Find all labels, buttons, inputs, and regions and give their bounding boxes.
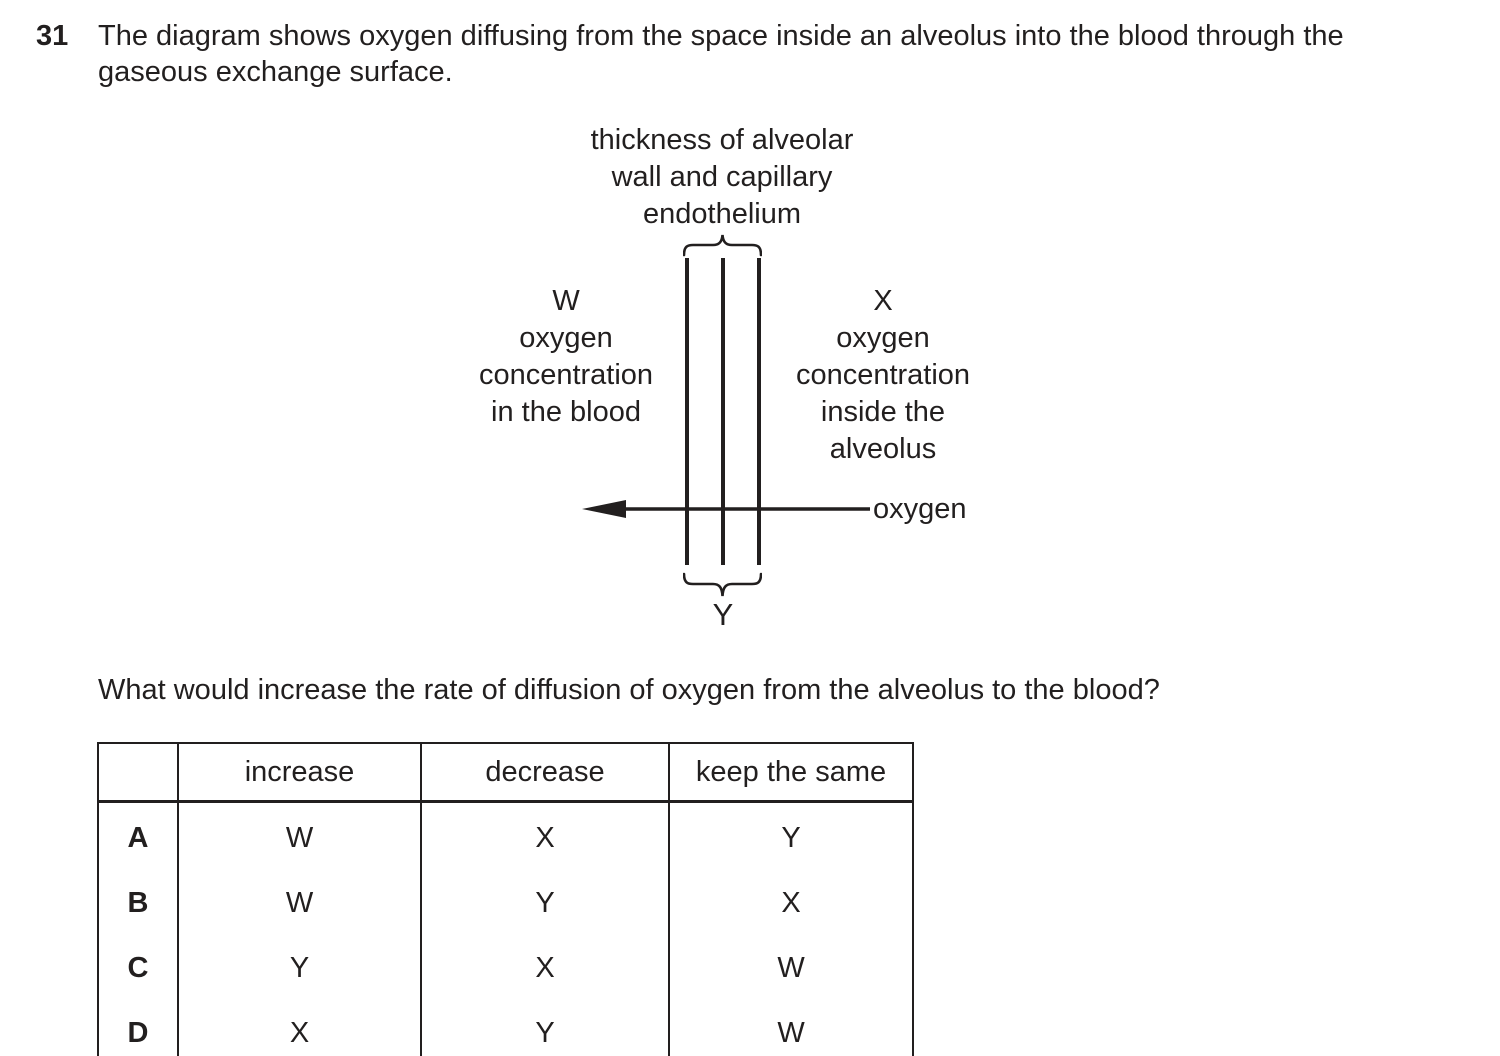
header-empty-cell xyxy=(98,743,178,803)
question-prompt: What would increase the rate of diffusio… xyxy=(98,674,1160,706)
cell-value: X xyxy=(668,868,913,933)
cell-value: X xyxy=(420,933,669,998)
option-row-a: A W X Y xyxy=(98,801,913,868)
question-text-line2: gaseous exchange surface. xyxy=(98,56,453,88)
cell-value: Y xyxy=(668,801,913,868)
option-letter: C xyxy=(127,952,149,984)
header-keep-the-same: keep the same xyxy=(668,743,913,803)
oxygen-diffusion-arrow xyxy=(582,500,870,518)
bottom-brace xyxy=(683,572,762,597)
blood-oxygen-label: W oxygen concentration in the blood xyxy=(478,285,654,428)
option-letter: D xyxy=(127,1017,149,1049)
cell-value: W xyxy=(668,998,913,1056)
cell-value: X xyxy=(420,801,669,868)
thickness-label: thickness of alveolar wall and capillary… xyxy=(590,124,854,230)
header-decrease: decrease xyxy=(420,743,669,803)
cell-value: Y xyxy=(420,998,669,1056)
cell-value: W xyxy=(668,933,913,998)
alveolus-oxygen-label: X oxygen concentration inside the alveol… xyxy=(795,285,971,465)
options-table: increase decrease keep the same A W X Y … xyxy=(97,742,914,1056)
cell-value: Y xyxy=(420,868,669,933)
cell-value: X xyxy=(177,998,421,1056)
y-label: Y xyxy=(712,597,734,632)
table-header-row: increase decrease keep the same xyxy=(98,743,913,803)
alveolar-wall-line-1 xyxy=(685,258,689,565)
header-increase: increase xyxy=(177,743,421,803)
option-row-d: D X Y W xyxy=(98,998,913,1056)
alveolar-wall-line-2 xyxy=(721,258,725,565)
cell-value: Y xyxy=(177,933,421,998)
cell-value: W xyxy=(177,801,421,868)
cell-value: W xyxy=(177,868,421,933)
oxygen-arrow-label: oxygen xyxy=(873,493,967,525)
option-letter: A xyxy=(127,822,149,854)
option-row-b: B W Y X xyxy=(98,868,913,933)
question-number: 31 xyxy=(36,20,69,52)
capillary-endothelium-line xyxy=(757,258,761,565)
option-row-c: C Y X W xyxy=(98,933,913,998)
top-brace xyxy=(683,234,762,257)
question-text-line1: The diagram shows oxygen diffusing from … xyxy=(98,20,1344,52)
option-letter: B xyxy=(127,887,149,919)
